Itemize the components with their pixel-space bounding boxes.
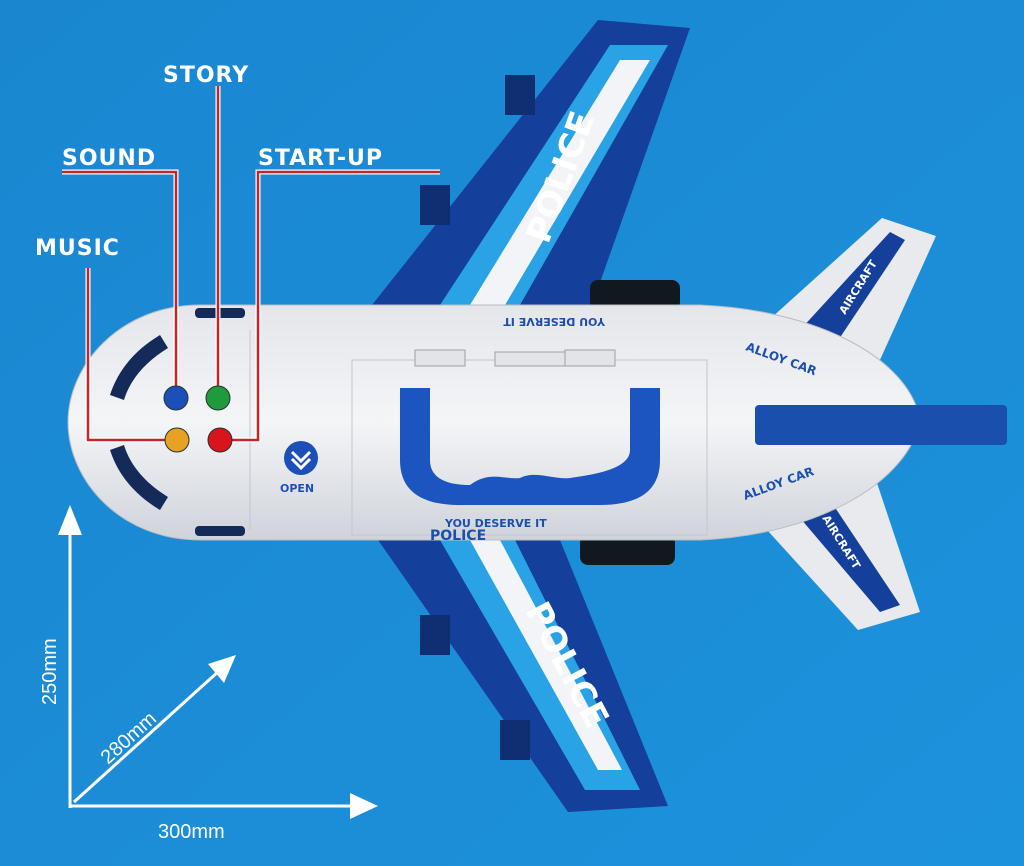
door-hinges bbox=[414, 349, 616, 367]
label-music: MUSIC bbox=[35, 236, 120, 261]
music-button[interactable] bbox=[164, 427, 190, 453]
open-label: OPEN bbox=[280, 482, 314, 495]
start-up-button[interactable] bbox=[207, 427, 233, 453]
open-button[interactable]: OPEN bbox=[280, 441, 318, 495]
callout-lines bbox=[62, 86, 440, 442]
fuselage-police-text: POLICE bbox=[430, 528, 486, 544]
width-dimension: 300mm bbox=[158, 821, 225, 843]
slogan-text-upper: YOU DESERVE IT bbox=[503, 315, 606, 328]
sound-button[interactable] bbox=[163, 385, 189, 411]
horizontal-stabilizer bbox=[755, 405, 1007, 445]
story-button[interactable] bbox=[205, 385, 231, 411]
lower-wing: POLICE bbox=[378, 535, 675, 812]
label-start-up: START-UP bbox=[258, 146, 383, 171]
slogan-text: YOU DESERVE IT bbox=[444, 517, 547, 530]
height-dimension: 250mm bbox=[39, 638, 61, 705]
upper-wing: POLICE bbox=[372, 20, 690, 310]
label-story: STORY bbox=[163, 63, 249, 88]
carry-handle[interactable] bbox=[400, 388, 660, 505]
chevron-down-icon bbox=[290, 450, 312, 471]
label-sound: SOUND bbox=[62, 146, 156, 171]
dimension-arrows bbox=[58, 505, 378, 819]
